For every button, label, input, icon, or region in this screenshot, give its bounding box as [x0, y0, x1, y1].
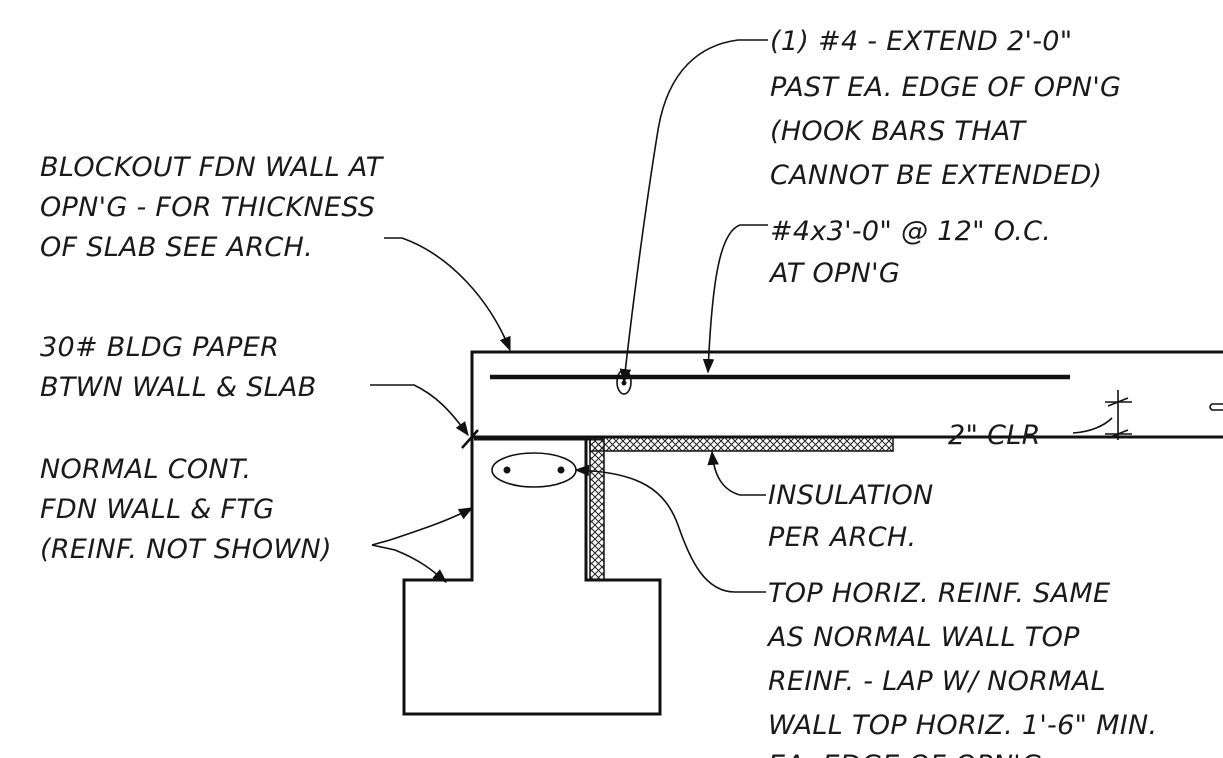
slab	[470, 350, 1223, 439]
note-blockout: BLOCKOUT FDN WALL AT OPN'G - FOR THICKNE…	[40, 152, 385, 263]
note-line: PAST EA. EDGE OF OPN'G	[770, 72, 1121, 103]
leader-rebar-extend	[619, 39, 768, 384]
note-line: INSULATION	[768, 480, 934, 511]
note-line: #4x3'-0" @ 12" O.C.	[770, 216, 1051, 247]
insulation-vertical	[589, 436, 605, 581]
leader-insulation	[707, 450, 766, 496]
note-normal-wall: NORMAL CONT. FDN WALL & FTG (REINF. NOT …	[40, 454, 332, 565]
note-line: FDN WALL & FTG	[40, 494, 274, 525]
insulation-horizontal	[589, 436, 894, 452]
paper-tick	[461, 429, 479, 449]
note-top-horiz: TOP HORIZ. REINF. SAME AS NORMAL WALL TO…	[766, 578, 1157, 758]
note-line: NORMAL CONT.	[40, 454, 251, 485]
note-insulation: INSULATION PER ARCH.	[768, 480, 934, 553]
note-line: BTWN WALL & SLAB	[40, 372, 317, 403]
note-line: (1) #4 - EXTEND 2'-0"	[770, 26, 1072, 57]
note-line: AT OPN'G	[768, 258, 900, 289]
leader-clearance	[1072, 417, 1113, 434]
leader-normal-wall-1	[371, 507, 474, 546]
note-line: TOP HORIZ. REINF. SAME	[768, 578, 1110, 609]
note-line: OPN'G - FOR THICKNESS	[40, 192, 375, 223]
top-bar-left	[503, 466, 511, 474]
clearance-dimension	[1105, 390, 1132, 440]
note-line: 30# BLDG PAPER	[40, 332, 279, 363]
note-line: WALL TOP HORIZ. 1'-6" MIN.	[768, 710, 1157, 741]
note-line: OF SLAB SEE ARCH.	[40, 232, 313, 263]
note-bldg-paper: 30# BLDG PAPER BTWN WALL & SLAB	[40, 332, 317, 403]
note-line: (REINF. NOT SHOWN)	[40, 534, 332, 565]
note-slab-bars: #4x3'-0" @ 12" O.C. AT OPN'G	[768, 216, 1051, 289]
leader-bldg-paper	[370, 384, 469, 437]
slab-end-mark	[1209, 403, 1223, 411]
top-bar-right	[557, 466, 565, 474]
leader-top-horiz	[574, 464, 766, 593]
foundation-wall-and-footing	[402, 437, 662, 716]
note-line: CANNOT BE EXTENDED)	[770, 160, 1102, 191]
leader-blockout	[384, 237, 511, 352]
note-rebar-extend: (1) #4 - EXTEND 2'-0" PAST EA. EDGE OF O…	[770, 26, 1121, 191]
note-line: AS NORMAL WALL TOP	[766, 622, 1080, 653]
leader-slab-bars	[702, 224, 768, 374]
note-clearance: 2" CLR	[948, 420, 1041, 451]
leader-normal-wall-2	[371, 544, 448, 583]
note-line: EA. EDGE OF OPN'G	[768, 750, 1042, 758]
note-line: REINF. - LAP W/ NORMAL	[768, 666, 1106, 697]
note-line: BLOCKOUT FDN WALL AT	[40, 152, 385, 183]
note-line: PER ARCH.	[768, 522, 916, 553]
note-line: (HOOK BARS THAT	[770, 116, 1028, 147]
